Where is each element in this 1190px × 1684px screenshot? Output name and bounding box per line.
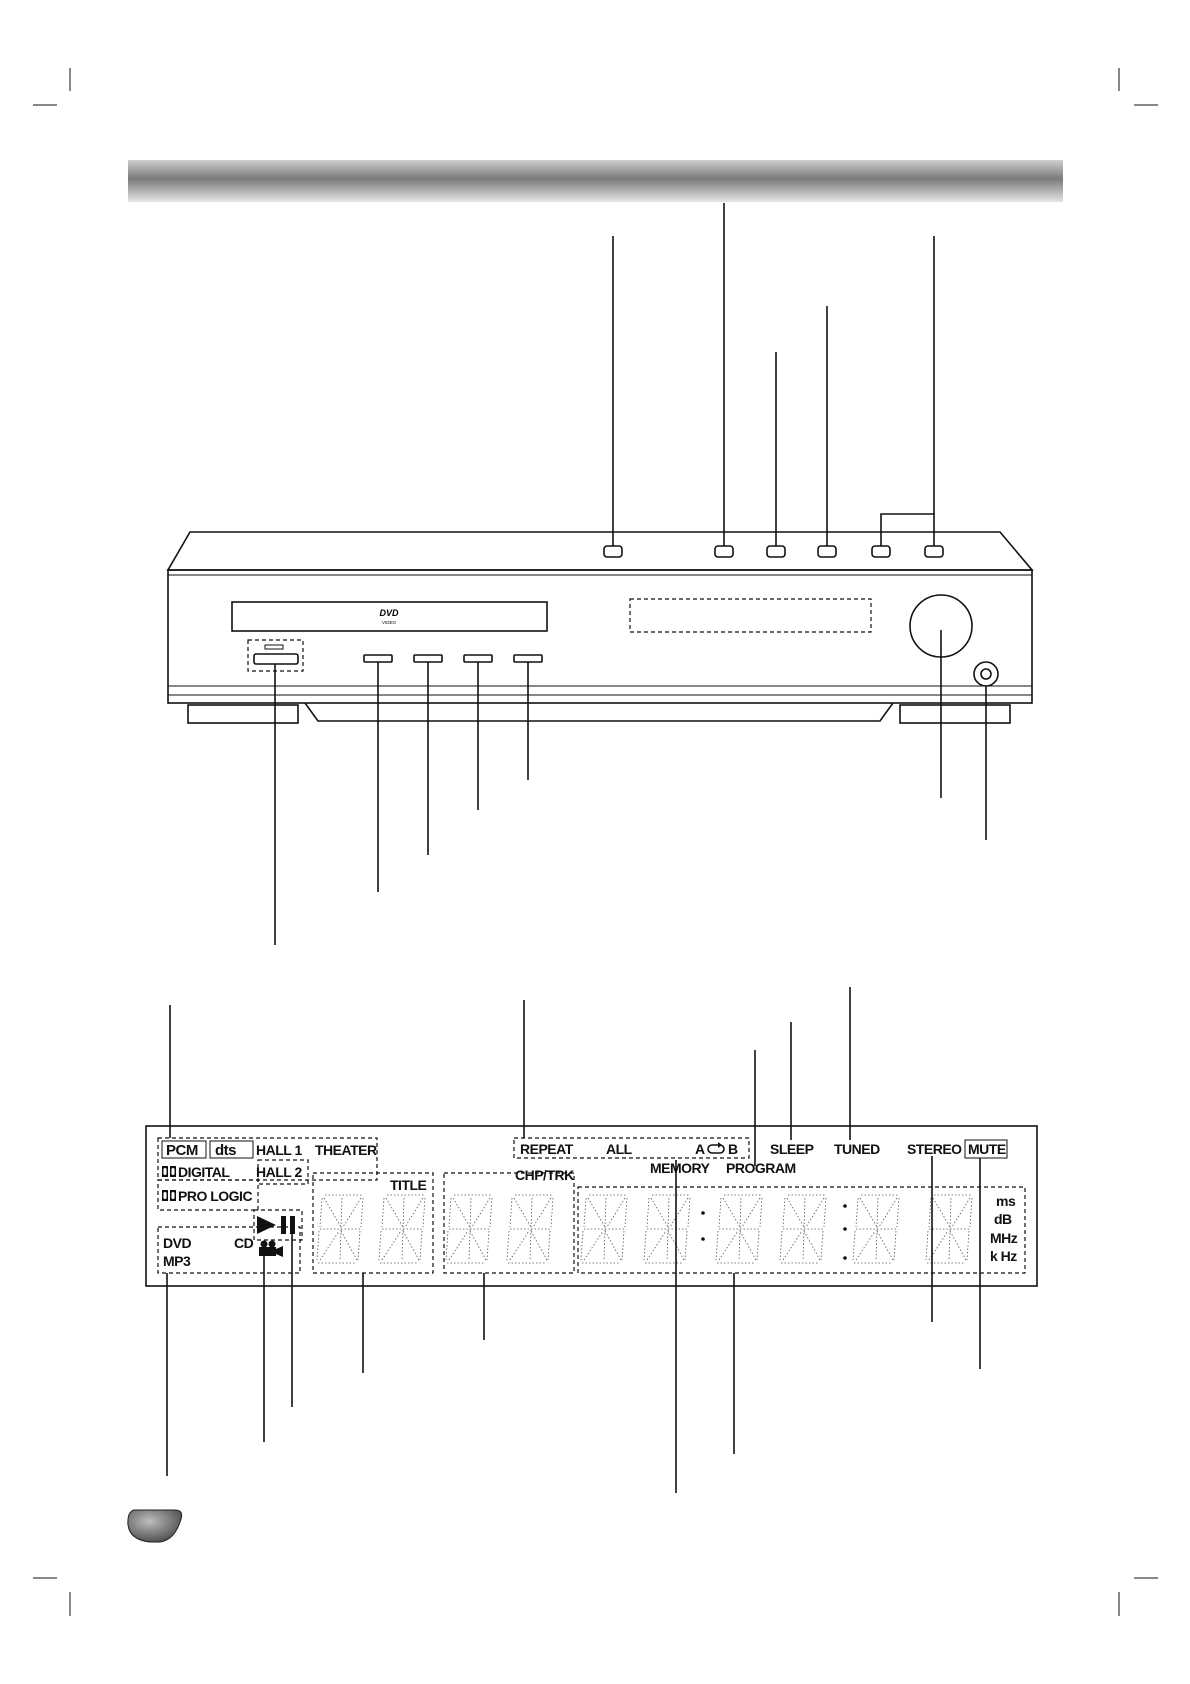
theater-indicator: THEATER	[315, 1142, 377, 1158]
segment-digit	[445, 1194, 493, 1264]
top-button-5[interactable]	[871, 545, 891, 558]
play-pause-box	[253, 1209, 303, 1241]
digit-separators	[701, 1204, 847, 1260]
unit-front-view: DVD VIDEO	[166, 531, 1034, 724]
disc-tray	[231, 601, 548, 632]
pro-logic-indicator: PRO LOGIC	[178, 1188, 252, 1204]
hall2-box	[257, 1159, 309, 1185]
header-bar	[128, 160, 1063, 202]
repeat-icon	[707, 1142, 725, 1154]
mute-indicator: MUTE	[968, 1141, 1006, 1157]
khz-unit: k Hz	[990, 1248, 1017, 1264]
title-indicator: TITLE	[390, 1177, 427, 1193]
repeat-a-indicator: A	[695, 1141, 705, 1157]
repeat-all-indicator: ALL	[606, 1141, 633, 1157]
program-indicator: PROGRAM	[726, 1160, 796, 1176]
segment-digit	[925, 1194, 973, 1264]
phones-jack-inner	[980, 668, 992, 680]
pause-icon	[281, 1216, 286, 1234]
phones-jack-outer[interactable]	[973, 661, 999, 687]
front-button-2[interactable]	[413, 654, 443, 663]
hall1-indicator: HALL 1	[256, 1142, 302, 1158]
top-button-1[interactable]	[603, 545, 623, 558]
display-window	[629, 598, 872, 633]
unit-leader-lines	[274, 203, 987, 945]
display-leader-lines	[166, 987, 981, 1493]
repeat-b-indicator: B	[728, 1141, 738, 1157]
power-button[interactable]	[253, 653, 299, 665]
dts-indicator: dts	[215, 1142, 236, 1159]
dolby-icon	[162, 1190, 176, 1201]
disc-logo: DVD	[379, 608, 399, 618]
segment-digit	[316, 1194, 364, 1264]
camera-angle-icon	[259, 1240, 283, 1257]
standby-led	[264, 644, 284, 650]
disc-logo-sub: VIDEO	[382, 620, 397, 625]
front-button-4[interactable]	[513, 654, 543, 663]
dvd-indicator: DVD	[163, 1235, 191, 1251]
ms-unit: ms	[996, 1193, 1016, 1209]
chapter-digits-group	[443, 1172, 575, 1274]
top-button-4[interactable]	[817, 545, 837, 558]
pcm-indicator: PCM	[166, 1142, 198, 1159]
main-digits-group	[577, 1186, 1026, 1274]
media-group	[157, 1226, 301, 1274]
display-panel: PCM dts HALL 1 THEATER HALL 2 DIGITAL PR…	[145, 1125, 1038, 1287]
play-icon	[257, 1216, 276, 1234]
crop-marks	[33, 68, 1158, 1616]
segment-digits	[316, 1194, 973, 1264]
segment-digit	[506, 1194, 554, 1264]
page-tab	[127, 1509, 183, 1543]
repeat-group	[513, 1137, 750, 1159]
stereo-indicator: STEREO	[907, 1141, 962, 1157]
hall2-indicator: HALL 2	[256, 1164, 302, 1180]
repeat-indicator: REPEAT	[520, 1141, 574, 1157]
cd-indicator: CD	[234, 1235, 254, 1251]
tuned-indicator: TUNED	[834, 1141, 880, 1157]
segment-digit	[643, 1194, 691, 1264]
mp3-indicator: MP3	[163, 1253, 191, 1269]
front-button-3[interactable]	[463, 654, 493, 663]
segment-digit	[852, 1194, 900, 1264]
front-button-1[interactable]	[363, 654, 393, 663]
segment-digit	[378, 1194, 426, 1264]
segment-digit	[715, 1194, 763, 1264]
title-digits-group	[312, 1172, 434, 1274]
dolby-digital-indicator: DIGITAL	[178, 1164, 230, 1180]
audio-format-group	[157, 1137, 378, 1181]
db-unit: dB	[994, 1211, 1012, 1227]
chp-trk-indicator: CHP/TRK	[515, 1167, 574, 1183]
sleep-indicator: SLEEP	[770, 1141, 814, 1157]
top-button-6[interactable]	[924, 545, 944, 558]
mhz-unit: MHz	[990, 1230, 1018, 1246]
memory-indicator: MEMORY	[650, 1160, 711, 1176]
top-button-2[interactable]	[714, 545, 734, 558]
dolby-icon	[162, 1166, 176, 1177]
top-button-3[interactable]	[766, 545, 786, 558]
segment-digit	[779, 1194, 827, 1264]
segment-digit	[580, 1194, 628, 1264]
surround-group	[157, 1179, 259, 1211]
